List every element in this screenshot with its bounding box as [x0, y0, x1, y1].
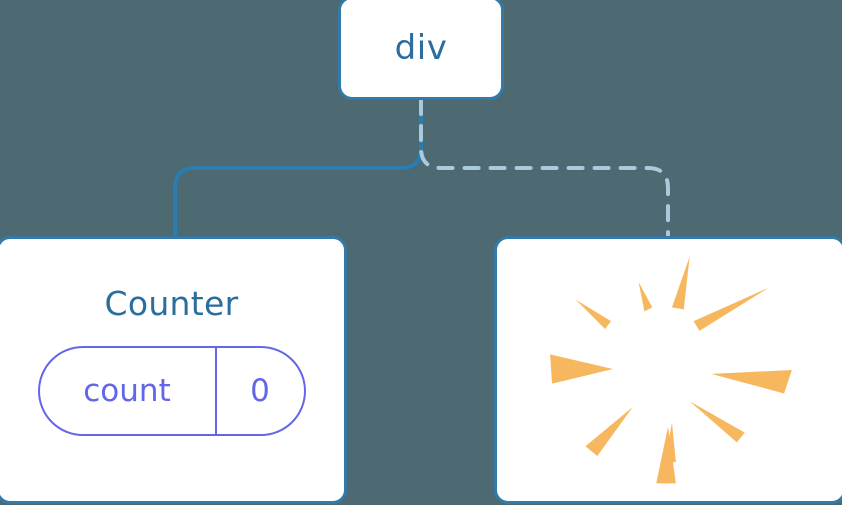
node-div-label: div — [394, 28, 448, 68]
sparkle-burst-icon — [550, 256, 792, 484]
state-value-label: 0 — [214, 348, 304, 434]
node-div[interactable]: div — [338, 0, 504, 100]
node-counter-label: Counter — [104, 284, 239, 323]
edge-div-to-counter — [173, 98, 423, 240]
node-counter[interactable]: Counter count 0 — [0, 236, 347, 504]
node-render-burst[interactable] — [494, 236, 842, 504]
state-pill-count[interactable]: count 0 — [37, 346, 306, 436]
state-key-label: count — [83, 372, 171, 409]
edge-div-to-burst — [419, 98, 670, 240]
